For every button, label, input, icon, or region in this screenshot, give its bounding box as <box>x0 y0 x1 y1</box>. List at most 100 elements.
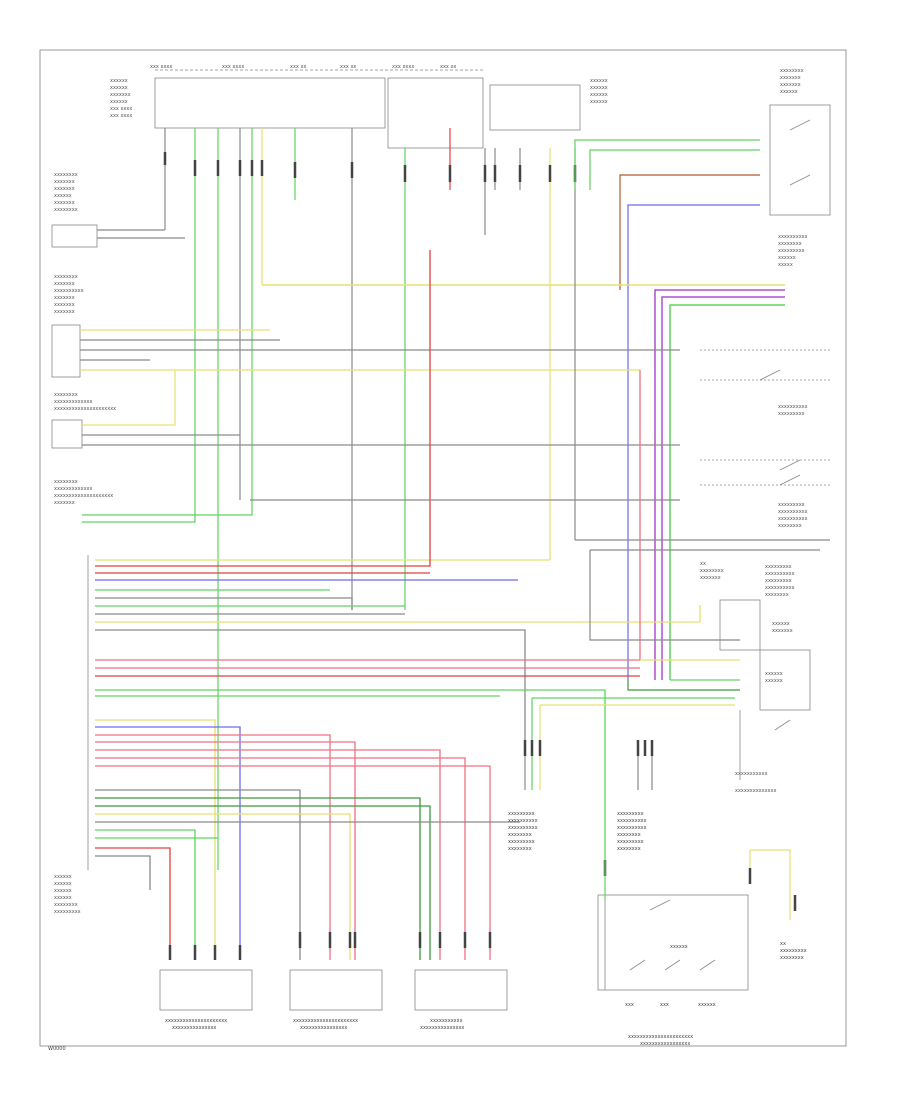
svg-text:xxxxxxxxxx: xxxxxxxxxx <box>508 818 538 824</box>
svg-text:xxxxxx: xxxxxx <box>54 881 72 887</box>
svg-text:xxxxxxxx: xxxxxxxx <box>765 592 789 598</box>
svg-text:xxxxxxxxx: xxxxxxxxx <box>617 811 644 817</box>
footer-code: W0000 <box>48 1046 66 1052</box>
diagram-border <box>39 49 847 1047</box>
svg-text:xxx xx: xxx xx <box>290 64 306 70</box>
svg-text:xxxxxxxxxx: xxxxxxxxxx <box>508 825 538 831</box>
left-connector-3-wires <box>82 370 680 446</box>
svg-text:xxxxxx: xxxxxx <box>590 85 608 91</box>
left-connector-3: xxxxxxxx xxxxxxxxxxxxx xxxxxxxxxxxxxxxxx… <box>51 392 116 449</box>
svg-text:xxxxxxx: xxxxxxx <box>54 186 75 192</box>
svg-text:xxxxxxxxxxx: xxxxxxxxxxx <box>735 771 768 777</box>
svg-text:xxxxxxx: xxxxxxx <box>54 200 75 206</box>
svg-text:xxxxxxxxxxxxxxxx: xxxxxxxxxxxxxxxx <box>300 1025 347 1031</box>
cruise-labels: xx xxxxxxxx xxxxxxx xxxxxxxxx xxxxxxxxxx… <box>700 561 795 794</box>
svg-text:xxxxxxxxxxxxxxxxxxxx: xxxxxxxxxxxxxxxxxxxx <box>54 493 113 499</box>
left-connector-4-wires <box>82 500 253 523</box>
svg-text:xxxxxxxxxxxxx: xxxxxxxxxxxxx <box>54 486 93 492</box>
svg-text:xx: xx <box>780 941 786 947</box>
svg-text:xxxxxxxxxxxxxxxxxxxxx: xxxxxxxxxxxxxxxxxxxxx <box>165 1018 227 1024</box>
svg-text:xxxxxxxxxx: xxxxxxxxxx <box>778 404 808 410</box>
svg-text:xxx xxxx: xxx xxxx <box>392 64 414 70</box>
svg-text:xxxxxx: xxxxxx <box>110 99 128 105</box>
svg-text:xxxxxxxxx: xxxxxxxxx <box>765 578 792 584</box>
svg-text:xxx xx: xxx xx <box>440 64 456 70</box>
svg-text:xxxxxxxx: xxxxxxxx <box>54 902 78 908</box>
svg-text:xxxxxx: xxxxxx <box>54 874 72 880</box>
svg-text:xxxxxxxxxx: xxxxxxxxxx <box>778 509 808 515</box>
svg-text:xxxxxxxxxxxxx: xxxxxxxxxxxxx <box>54 399 93 405</box>
svg-text:xxxxxxxxxxxxxxx: xxxxxxxxxxxxxxx <box>420 1025 464 1031</box>
svg-text:xxxxxxxxxx: xxxxxxxxxx <box>617 818 647 824</box>
svg-text:xxxxxxxxxx: xxxxxxxxxx <box>778 516 808 522</box>
svg-text:xxxxxxxxxxxxxxxxxxxxxx: xxxxxxxxxxxxxxxxxxxxxx <box>628 1034 693 1040</box>
svg-text:xxxxxx: xxxxxx <box>778 255 796 261</box>
svg-text:xxxxxx: xxxxxx <box>772 621 790 627</box>
svg-text:xxxxxxx: xxxxxxx <box>54 281 75 287</box>
svg-text:xxxxxxx: xxxxxxx <box>780 75 801 81</box>
svg-text:xx: xx <box>700 561 706 567</box>
svg-text:xxx: xxx <box>625 1002 634 1008</box>
svg-text:xxxxxxx: xxxxxxx <box>54 179 75 185</box>
svg-text:xxxxxxx: xxxxxxx <box>54 302 75 308</box>
top-fuse-block <box>154 69 581 149</box>
svg-text:xxxxxxxxxx: xxxxxxxxxx <box>765 585 795 591</box>
svg-text:xxxxxx: xxxxxx <box>54 193 72 199</box>
svg-text:xxxxxx: xxxxxx <box>765 678 783 684</box>
relay-label: xxxxxxxx xxxxxxx xxxxxxx xxxxxx <box>780 68 804 95</box>
fuse-labels: xxxxxx xxxxxx xxxxxxx xxxxxx xxx xxxx xx… <box>110 64 608 119</box>
svg-text:xxxxxx: xxxxxx <box>590 99 608 105</box>
ecm-connector: xxxxxx xxxxxx xxxxxx xxxxxx xxxxxxxx xxx… <box>54 555 89 915</box>
right-switch-group <box>700 349 830 486</box>
svg-text:xxxxxx: xxxxxx <box>698 1002 716 1008</box>
cruise-switch-block <box>597 849 791 991</box>
svg-text:xxx xxxx: xxx xxxx <box>150 64 172 70</box>
svg-text:xxxxxxxx: xxxxxxxx <box>54 274 78 280</box>
svg-text:xxxxxxxx: xxxxxxxx <box>778 241 802 247</box>
svg-text:xxx xxxx: xxx xxxx <box>110 113 132 119</box>
vertical-wires-top <box>164 128 576 870</box>
svg-text:xxxxxxxxx: xxxxxxxxx <box>780 948 807 954</box>
left-connector-2: xxxxxxxx xxxxxxx xxxxxxxxxx xxxxxxx xxxx… <box>51 274 84 378</box>
svg-text:xxxxxxx: xxxxxxx <box>110 92 131 98</box>
svg-text:xxxxxxxx: xxxxxxxx <box>780 955 804 961</box>
svg-text:xxxxxx: xxxxxx <box>110 85 128 91</box>
svg-text:xxx: xxx <box>660 1002 669 1008</box>
cruise-relay <box>719 599 811 780</box>
svg-text:xxxxxxxx: xxxxxxxx <box>780 68 804 74</box>
svg-text:xxxxx: xxxxx <box>778 262 793 268</box>
right-switch-labels: xxxxxxxxxx xxxxxxxxx xxxxxxxxx xxxxxxxxx… <box>778 404 808 529</box>
svg-text:xxxxxxxx: xxxxxxxx <box>617 832 641 838</box>
svg-text:xxxxxxxxx: xxxxxxxxx <box>778 248 805 254</box>
left-connector-4: xxxxxxxx xxxxxxxxxxxxx xxxxxxxxxxxxxxxxx… <box>54 479 113 506</box>
svg-text:xxxxxx: xxxxxx <box>780 89 798 95</box>
svg-text:xxxxxx: xxxxxx <box>110 78 128 84</box>
svg-text:xxxxxxx: xxxxxxx <box>700 575 721 581</box>
svg-text:xxxxxx: xxxxxx <box>54 895 72 901</box>
wire-markers-bottom <box>168 932 492 960</box>
svg-text:xxxxxxxxx: xxxxxxxxx <box>778 411 805 417</box>
svg-text:xxxxxxxxx: xxxxxxxxx <box>54 909 81 915</box>
svg-text:xxxxxxxxxxxxxxxxxxxxx: xxxxxxxxxxxxxxxxxxxxx <box>54 406 116 412</box>
cruise-switch-labels: xxxxxx xxx xxx xxxxxx xxxxxxxxxxxxxxxxxx… <box>625 941 807 1047</box>
sensor-block-3: xxxxxxxxxxx xxxxxxxxxxxxxxx <box>414 969 508 1031</box>
svg-text:xxxxxx: xxxxxx <box>765 671 783 677</box>
ecm-lower-wires <box>95 719 520 960</box>
svg-text:xxxxxxxxxx: xxxxxxxxxx <box>54 288 84 294</box>
svg-text:xxxxxxxx: xxxxxxxx <box>54 479 78 485</box>
svg-text:xxxxxxxxxx: xxxxxxxxxx <box>617 825 647 831</box>
mid-ground-connector-1: xxxxxxxxx xxxxxxxxxx xxxxxxxxxx xxxxxxxx… <box>508 697 735 852</box>
svg-text:xxxxxxxx: xxxxxxxx <box>508 846 532 852</box>
svg-text:xxxxxxxxx: xxxxxxxxx <box>508 811 535 817</box>
svg-text:xxxxxxxx: xxxxxxxx <box>54 392 78 398</box>
svg-text:xxxxxxx: xxxxxxx <box>54 500 75 506</box>
svg-text:xxx xxxx: xxx xxxx <box>110 106 132 112</box>
svg-text:xxx xxxx: xxx xxxx <box>222 64 244 70</box>
top-right-relay <box>769 104 831 216</box>
left-connector-1: xxxxxxxx xxxxxxx xxxxxxx xxxxxx xxxxxxx … <box>51 172 185 248</box>
svg-text:xxxxxxxxxx: xxxxxxxxxx <box>765 571 795 577</box>
svg-text:xxxxxxxx: xxxxxxxx <box>54 207 78 213</box>
right-bundle-wires <box>262 284 785 680</box>
svg-text:xxxxxxxxx: xxxxxxxxx <box>508 839 535 845</box>
